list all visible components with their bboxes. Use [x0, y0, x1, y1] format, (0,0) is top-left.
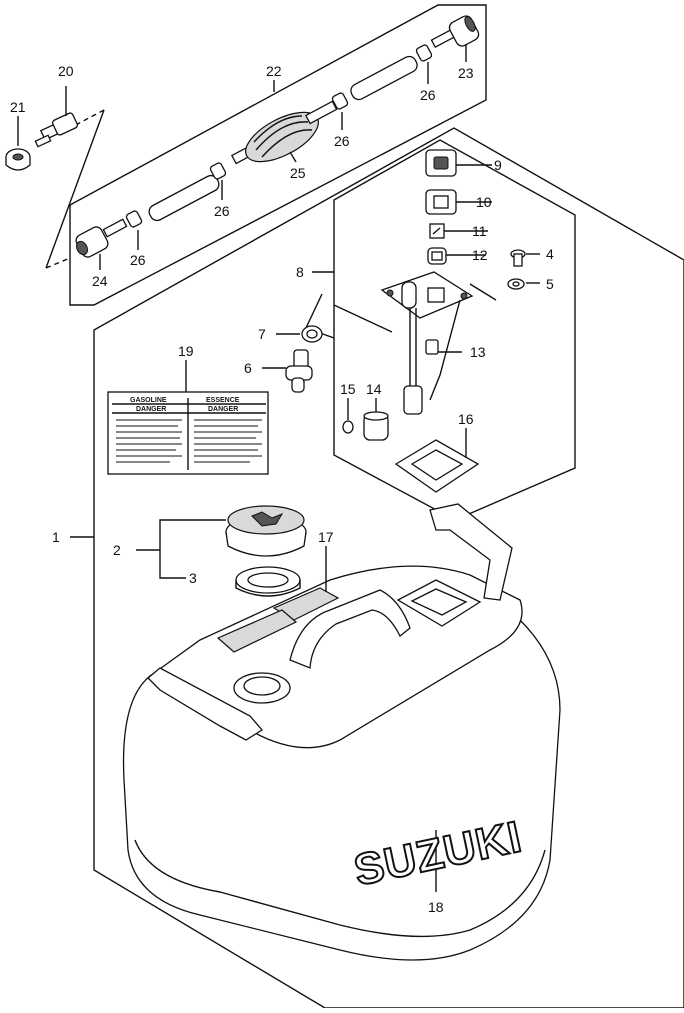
screw-4	[510, 249, 540, 267]
callout-10: 10	[476, 194, 492, 210]
callout-1: 1	[52, 529, 60, 545]
fuel-tank-1	[122, 503, 561, 961]
callout-12: 12	[472, 247, 488, 263]
callout-5: 5	[546, 276, 554, 292]
leader-lines	[17, 62, 429, 270]
clamp-26-b	[209, 162, 227, 180]
callout-24: 24	[92, 273, 108, 289]
callout-9: 9	[494, 157, 502, 173]
callout-17: 17	[318, 529, 334, 545]
callout-26-c: 26	[334, 133, 350, 149]
callout-13: 13	[470, 344, 486, 360]
warning-label-19	[107, 360, 269, 475]
clip-15	[342, 398, 354, 434]
oring-7	[276, 325, 323, 343]
callout-4: 4	[546, 246, 554, 262]
callout-25: 25	[290, 165, 306, 181]
callout-11: 11	[472, 223, 487, 239]
callout-16: 16	[458, 411, 474, 427]
gauge-window-10	[425, 189, 492, 215]
clamp-26-c	[331, 92, 349, 110]
callout-23: 23	[458, 65, 474, 81]
callout-18: 18	[428, 899, 444, 915]
label-left-title: GASOLINE	[130, 397, 167, 404]
callout-26-b: 26	[214, 203, 230, 219]
tank-group-frame	[70, 127, 684, 1009]
callout-14: 14	[366, 381, 382, 397]
connector-24	[75, 218, 128, 258]
connector-23	[430, 15, 480, 62]
washer-5	[507, 278, 540, 290]
cap-gasket-3	[235, 566, 301, 597]
fitting-20	[34, 86, 79, 148]
clamp-26-d	[415, 44, 433, 62]
nut-21	[5, 148, 31, 171]
gauge-lens-11	[429, 223, 488, 239]
fuel-hose-panel	[45, 4, 487, 306]
callout-3: 3	[189, 570, 197, 586]
hose-lower	[148, 174, 220, 222]
callout-20: 20	[58, 63, 74, 79]
callout-22: 22	[266, 63, 282, 79]
callout-26-a: 26	[130, 252, 146, 268]
clamp-26-a	[125, 210, 143, 228]
callout-7: 7	[258, 326, 266, 342]
fitting-6	[262, 349, 313, 393]
callout-21: 21	[10, 99, 26, 115]
fuel-cap-2	[136, 505, 307, 579]
primer-bulb-25	[230, 100, 338, 165]
callout-15: 15	[340, 381, 356, 397]
callout-2: 2	[113, 542, 121, 558]
float-14	[363, 398, 389, 441]
callout-19: 19	[178, 343, 194, 359]
label-left-warning: DANGER	[136, 406, 166, 413]
hose-upper	[350, 55, 418, 101]
label-right-title: ESSENCE	[206, 397, 240, 404]
callout-6: 6	[244, 360, 252, 376]
fuel-gauge-13	[380, 271, 474, 415]
gauge-gasket-12	[427, 247, 486, 265]
callout-8: 8	[296, 264, 304, 280]
callout-26-d: 26	[420, 87, 436, 103]
gasket-16	[394, 428, 480, 493]
gauge-cover-9	[425, 149, 492, 177]
label-right-warning: DANGER	[208, 406, 238, 413]
